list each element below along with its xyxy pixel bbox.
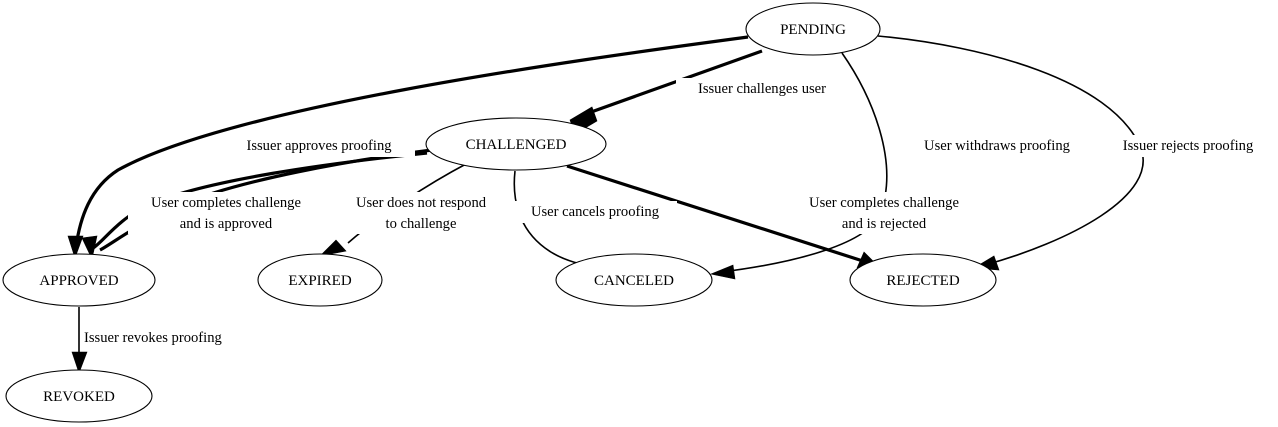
node-pending[interactable]: PENDING [745,2,881,56]
node-rejected-shape [849,253,997,307]
edge-label-bg-8 [84,327,256,349]
node-rejected-label: REJECTED [886,273,959,289]
node-approved-shape [2,253,156,307]
edge-label-text-8: Issuer revokes proofing [84,330,222,346]
node-expired-label: EXPIRED [288,273,352,289]
edge-label-approved-revoked: Issuer revokes proofing [84,327,256,349]
node-revoked-shape [5,369,153,423]
node-approved-label: APPROVED [39,273,118,289]
edge-label-bg-4 [128,192,324,234]
edge-label-challenged-canceled: User cancels proofing [513,201,677,223]
edge-label-bg-6 [513,201,677,223]
edge-label-text-0: Issuer challenges user [698,81,826,97]
edge-label-pending-approved: Issuer approves proofing [223,135,415,157]
edge-pending-approved-path [74,35,749,248]
node-canceled-shape [555,253,713,307]
node-expired[interactable]: EXPIRED [257,253,383,307]
node-challenged-label: CHALLENGED [466,137,567,153]
node-pending-shape [745,2,881,56]
edge-challenged-approved-arrowhead [81,235,98,260]
edge-challenged-rejected-path [566,164,867,264]
edge-label-text-5a: User does not respond [356,195,487,211]
node-rejected[interactable]: REJECTED [849,253,997,307]
edge-label-bg-7 [786,192,982,234]
node-pending-label: PENDING [780,22,846,38]
edge-label-bg-5 [337,192,505,234]
edge-label-text-7a: User completes challenge [809,195,959,211]
edge-label-text-2: User withdraws proofing [924,138,1071,154]
edge-pending-challenged-path [579,49,763,118]
edge-approved-revoked-arrowhead [71,351,88,374]
edge-label-text-4b: and is approved [180,216,273,232]
edge-label-text-1: Issuer approves proofing [246,138,392,154]
node-challenged-shape [425,117,607,171]
edge-label-text-3: Issuer rejects proofing [1123,138,1254,154]
node-canceled-label: CANCELED [594,273,674,289]
edge-pending-approved-arrowhead [67,235,84,259]
edge-label-challenged-approved: User completes challenge and is approved [128,192,324,234]
edge-label-challenged-expired: User does not respond to challenge [337,192,505,234]
edge-label-pending-canceled: User withdraws proofing [908,135,1086,157]
edge-label-bg-2 [908,135,1086,157]
node-expired-shape [257,253,383,307]
edge-label-pending-rejected: Issuer rejects proofing [1108,135,1278,157]
edge-pending-approved[interactable] [67,35,749,259]
edge-approved-revoked[interactable] [71,307,88,374]
edge-label-text-6: User cancels proofing [531,204,660,220]
edge-label-pending-challenged: Issuer challenges user [676,78,848,100]
node-revoked[interactable]: REVOKED [5,369,153,423]
edge-label-bg-1 [223,135,415,157]
node-canceled[interactable]: CANCELED [555,253,713,307]
edge-label-text-4a: User completes challenge [151,195,301,211]
edge-label-bg-0 [676,78,848,100]
node-challenged[interactable]: CHALLENGED [425,117,607,171]
node-approved[interactable]: APPROVED [2,253,156,307]
edge-label-challenged-rejected: User completes challenge and is rejected [786,192,982,234]
edge-label-text-5b: to challenge [386,216,457,232]
node-revoked-label: REVOKED [43,389,115,405]
edge-label-bg-3 [1108,135,1278,157]
edge-label-text-7b: and is rejected [842,216,927,232]
edge-challenged-expired-arrowhead [319,239,347,257]
edge-pending-canceled-arrowhead [709,264,736,280]
